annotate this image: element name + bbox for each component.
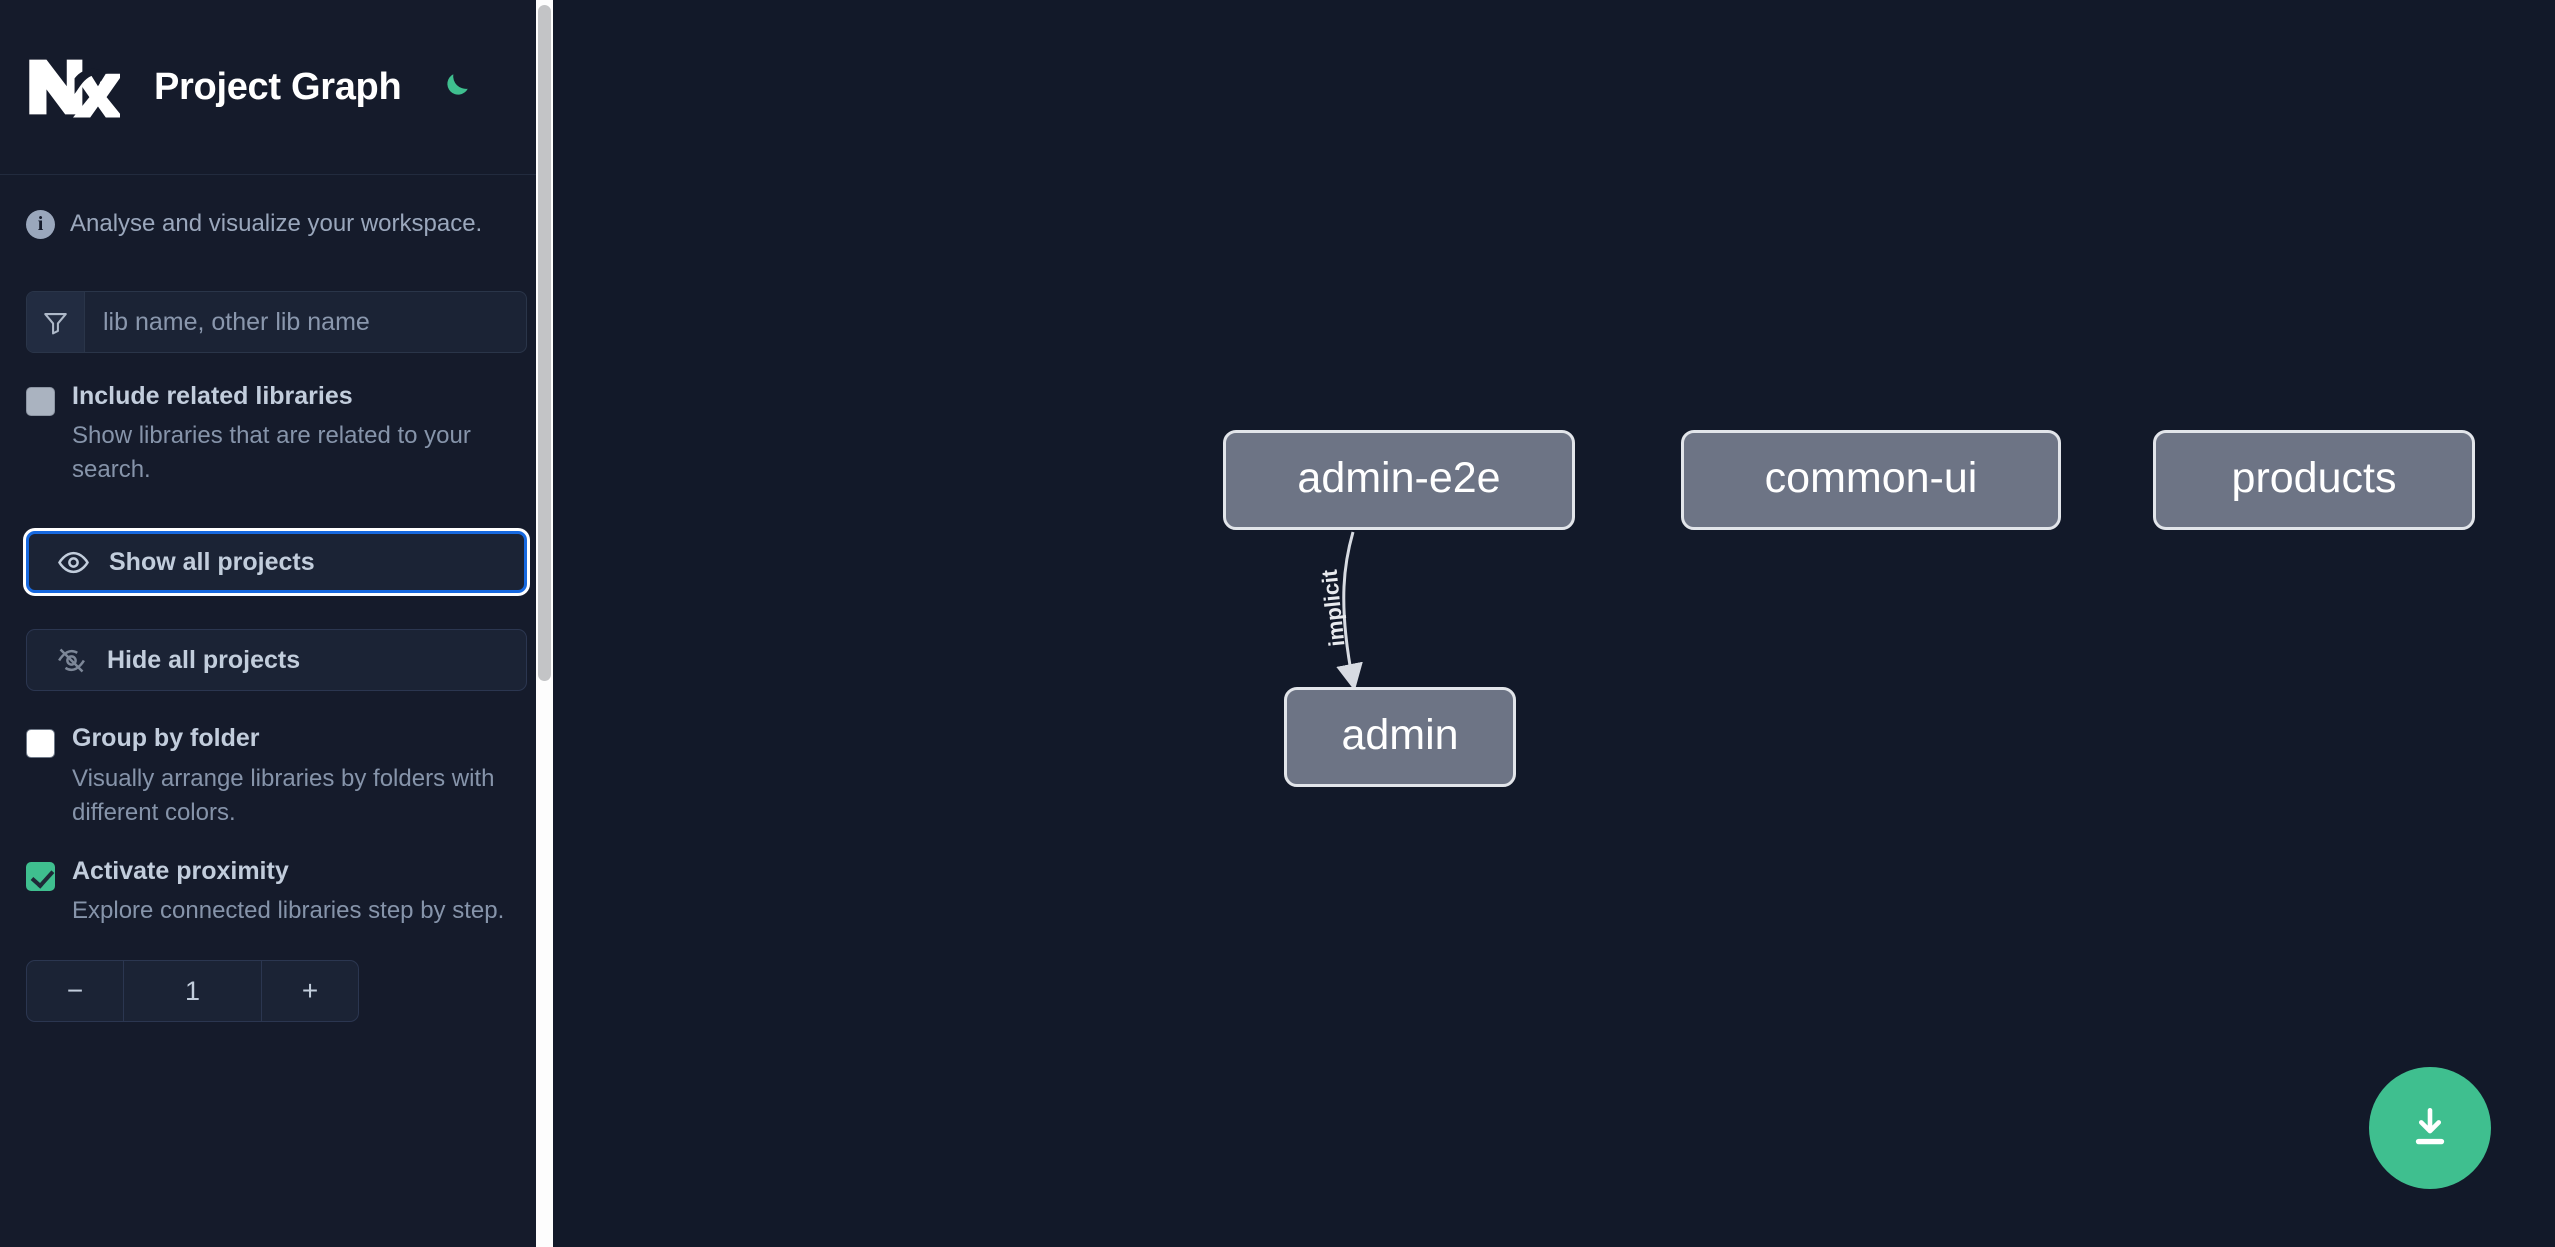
eye-off-icon [58, 648, 85, 673]
graph-edges [1336, 531, 1363, 691]
graph-canvas[interactable]: implicit implicit admin-e2e common-ui pr… [553, 0, 2555, 1247]
hide-all-projects-button[interactable]: Hide all projects [26, 629, 527, 692]
include-related-libraries-checkbox[interactable] [26, 387, 55, 416]
group-by-folder-checkbox[interactable] [26, 729, 55, 759]
show-all-projects-button[interactable]: Show all projects [26, 531, 527, 594]
proximity-stepper: − 1 + [0, 960, 553, 1023]
info-icon: i [26, 209, 55, 239]
sidebar-header: Project Graph [0, 0, 553, 175]
filter-icon [27, 292, 85, 352]
proximity-decrement-button[interactable]: − [27, 961, 124, 1022]
eye-icon [58, 551, 89, 573]
option-activate-proximity[interactable]: Activate proximity Explore connected lib… [0, 856, 553, 928]
moon-icon[interactable] [433, 65, 477, 109]
proximity-increment-button[interactable]: + [261, 961, 358, 1022]
sidebar: Project Graph i Analyse and visualize yo… [0, 0, 553, 1247]
hide-all-projects-label: Hide all projects [107, 645, 301, 674]
page-title: Project Graph [154, 65, 402, 108]
graph-node-admin-e2e[interactable]: admin-e2e [1223, 430, 1575, 530]
group-by-folder-description: Visually arrange libraries by folders wi… [72, 764, 495, 826]
option-include-related-libraries[interactable]: Include related libraries Show libraries… [0, 381, 553, 487]
sidebar-scrollbar-thumb[interactable] [538, 5, 551, 681]
show-all-projects-label: Show all projects [109, 547, 315, 576]
sidebar-scrollbar-track[interactable] [536, 0, 553, 1247]
include-related-libraries-label: Include related libraries [72, 382, 353, 410]
include-related-libraries-description: Show libraries that are related to your … [72, 422, 471, 484]
sidebar-tagline-text: Analyse and visualize your workspace. [70, 210, 483, 237]
nx-logo [29, 59, 120, 118]
option-group-by-folder[interactable]: Group by folder Visually arrange librari… [0, 723, 553, 829]
group-by-folder-label: Group by folder [72, 724, 260, 753]
graph-node-products[interactable]: products [2153, 430, 2475, 530]
graph-node-common-ui[interactable]: common-ui [1681, 430, 2061, 530]
download-graph-button[interactable] [2369, 1067, 2491, 1189]
edge-label-admin-e2e-admin: implicit [1316, 568, 1350, 648]
sidebar-tagline: i Analyse and visualize your workspace. [0, 175, 553, 273]
search-field[interactable] [26, 291, 527, 353]
activate-proximity-description: Explore connected libraries step by step… [72, 897, 505, 925]
activate-proximity-label: Activate proximity [72, 856, 289, 885]
activate-proximity-checkbox[interactable] [26, 861, 55, 891]
search-input[interactable] [85, 292, 526, 352]
proximity-value: 1 [184, 975, 201, 1006]
graph-node-admin[interactable]: admin [1284, 687, 1516, 787]
download-icon [2415, 1108, 2445, 1145]
